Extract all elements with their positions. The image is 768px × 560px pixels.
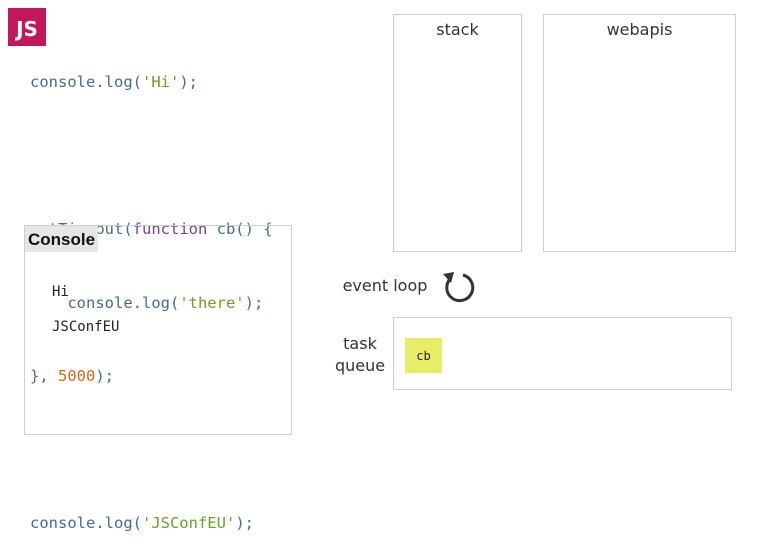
- code-line-blank: [30, 144, 273, 169]
- console-title: Console: [25, 226, 99, 252]
- code-token: },: [30, 367, 58, 385]
- code-token: );: [235, 514, 254, 532]
- code-line-4: }, 5000);: [30, 364, 273, 389]
- js-logo-badge: JS: [8, 8, 46, 46]
- code-token: );: [95, 367, 114, 385]
- code-line-blank: [30, 438, 273, 463]
- event-loop-label: event loop: [342, 276, 428, 295]
- console-output-line: JSConfEU: [52, 319, 120, 335]
- code-string: 'there': [179, 293, 245, 312]
- task-queue-panel: [393, 317, 732, 390]
- code-token: console.log(: [30, 73, 142, 91]
- task-queue-label: task queue: [328, 333, 392, 377]
- loop-arrow-icon: [443, 272, 475, 303]
- task-queue-label-line2: queue: [334, 356, 386, 375]
- code-token: console.log(: [30, 293, 180, 312]
- code-string: 'JSConfEU': [141, 514, 236, 532]
- code-token: cb() {: [207, 220, 273, 238]
- webapis-title: webapis: [606, 20, 673, 39]
- code-token: );: [244, 293, 264, 312]
- code-number: 5000: [58, 367, 96, 385]
- task-queue-label-line1: task: [343, 334, 377, 353]
- code-line-3: console.log('there');: [30, 291, 273, 316]
- code-keyword: function: [132, 220, 208, 238]
- code-token: );: [179, 73, 198, 91]
- webapis-panel: webapis: [543, 14, 736, 252]
- code-line-1: console.log('Hi');: [30, 70, 273, 95]
- code-string: 'Hi': [141, 73, 180, 91]
- stack-title: stack: [436, 20, 479, 39]
- console-panel: Console Hi JSConfEU: [24, 225, 292, 435]
- stack-panel: stack: [393, 14, 522, 252]
- task-queue-item-cb: cb: [405, 338, 442, 373]
- code-token: console.log(: [30, 514, 142, 532]
- console-output-line: Hi: [52, 284, 69, 300]
- code-line-5: console.log('JSConfEU');: [30, 511, 273, 536]
